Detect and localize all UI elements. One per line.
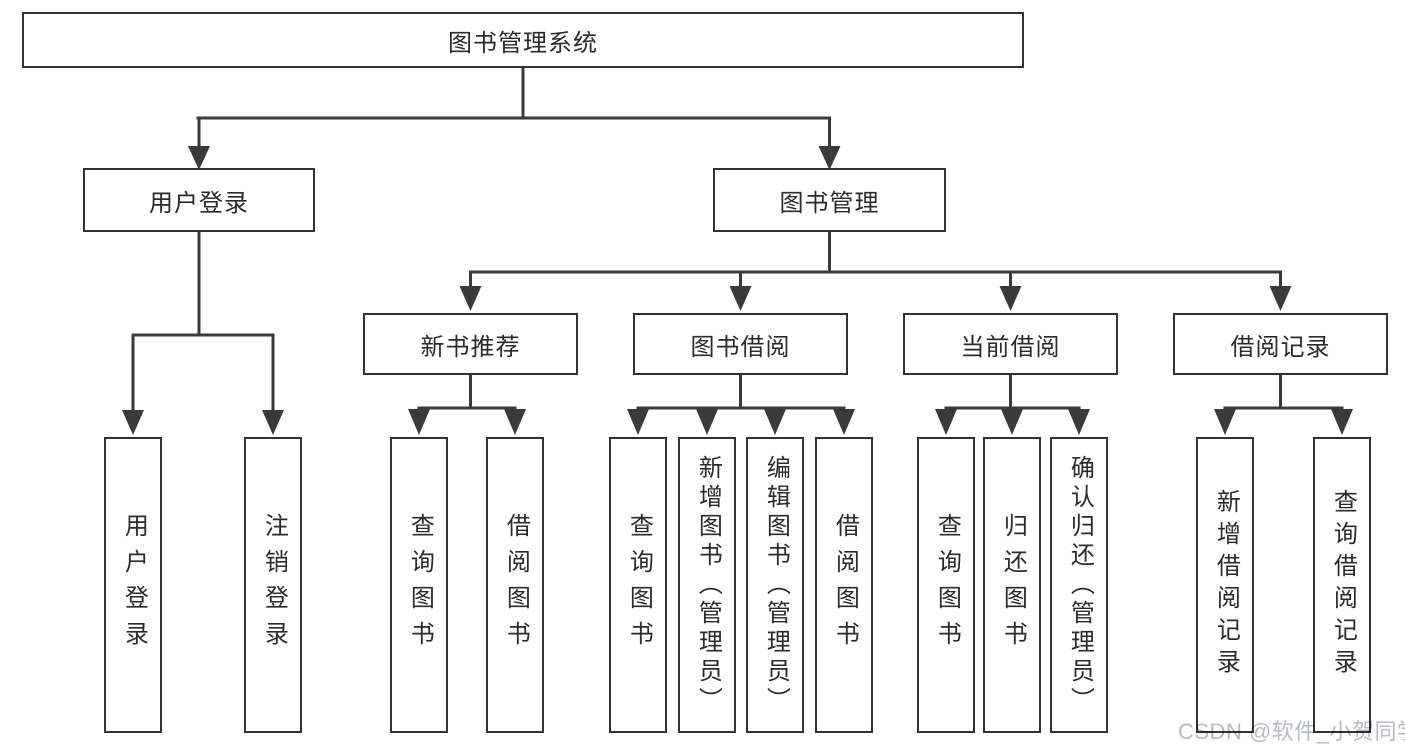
node-borrowing-records: 借阅记录 xyxy=(1173,313,1388,375)
leaf-query-books-recommend: 查询图书 xyxy=(390,437,448,733)
leaf-borrow-books-recommend: 借阅图书 xyxy=(486,437,544,733)
leaf-add-borrow-record: 新增借阅记录 xyxy=(1196,437,1254,733)
leaf-query-books-current: 查询图书 xyxy=(917,437,975,733)
leaf-query-borrow-record: 查询借阅记录 xyxy=(1313,437,1371,733)
leaf-label: 归还图书 xyxy=(999,513,1027,657)
leaf-add-books-admin: 新增图书（管理员） xyxy=(678,437,736,733)
leaf-label: 借阅图书 xyxy=(502,513,530,657)
leaf-label: 新增图书（管理员） xyxy=(694,454,722,716)
node-label: 借阅记录 xyxy=(1230,333,1331,361)
leaf-label: 查询图书 xyxy=(625,513,653,657)
node-new-book-recommendation: 新书推荐 xyxy=(363,313,578,375)
leaf-query-books-borrowing: 查询图书 xyxy=(609,437,667,733)
leaf-label: 查询借阅记录 xyxy=(1329,489,1357,681)
leaf-label: 新增借阅记录 xyxy=(1212,489,1240,681)
leaf-label: 查询图书 xyxy=(406,513,434,657)
leaf-confirm-return-admin: 确认归还（管理员） xyxy=(1050,437,1108,733)
csdn-watermark: CSDN @软件_小贺同学 xyxy=(1178,719,1405,744)
leaf-return-books: 归还图书 xyxy=(983,437,1041,733)
node-current-borrowing: 当前借阅 xyxy=(903,313,1118,375)
leaf-label: 注销登录 xyxy=(260,513,288,657)
node-label: 图书管理系统 xyxy=(448,29,598,57)
node-label: 图书管理 xyxy=(779,189,880,217)
node-label: 用户登录 xyxy=(149,189,249,217)
leaf-edit-books-admin: 编辑图书（管理员） xyxy=(746,437,804,733)
node-book-borrowing: 图书借阅 xyxy=(633,313,848,375)
node-book-management-system: 图书管理系统 xyxy=(22,12,1024,68)
leaf-user-login: 用户登录 xyxy=(104,437,162,733)
node-label: 新书推荐 xyxy=(420,333,521,361)
node-label: 当前借阅 xyxy=(960,333,1061,361)
leaf-borrow-books-borrowing: 借阅图书 xyxy=(815,437,873,733)
node-label: 图书借阅 xyxy=(690,333,791,361)
leaf-label: 编辑图书（管理员） xyxy=(762,454,790,716)
leaf-label: 查询图书 xyxy=(933,513,961,657)
leaf-label: 借阅图书 xyxy=(831,513,859,657)
node-book-management: 图书管理 xyxy=(713,168,946,232)
leaf-logout-login: 注销登录 xyxy=(244,437,302,733)
leaf-label: 确认归还（管理员） xyxy=(1066,454,1094,716)
leaf-label: 用户登录 xyxy=(120,513,148,657)
node-user-login: 用户登录 xyxy=(83,168,315,232)
